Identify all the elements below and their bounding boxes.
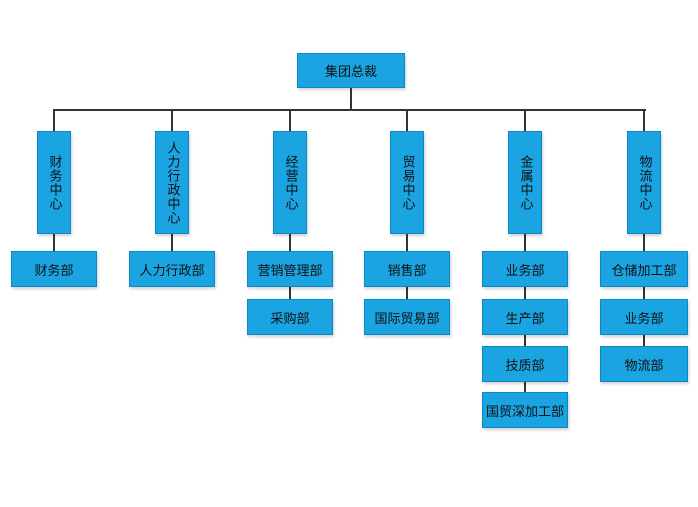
center-box: 财务中心 [37,131,71,234]
department-box: 营销管理部 [247,251,333,287]
center-box: 物流中心 [627,131,661,234]
root-connector [350,88,352,110]
department-label: 生产部 [505,311,545,327]
department-label: 财务部 [34,263,74,279]
department-box: 物流部 [600,346,688,382]
center-box: 贸易中心 [390,131,424,234]
department-label: 业务部 [624,311,664,327]
center-connector [289,110,291,131]
department-label: 销售部 [387,263,427,279]
root-box: 集团总裁 [297,53,405,88]
department-box: 技质部 [482,346,568,382]
department-label: 国际贸易部 [374,311,440,327]
department-box: 仓储加工部 [600,251,688,287]
department-connector [643,234,645,346]
department-box: 国贸深加工部 [482,392,568,428]
center-label: 物流中心 [636,154,652,211]
department-connector [171,234,173,251]
center-connector [643,110,645,131]
department-box: 财务部 [11,251,97,287]
department-label: 营销管理部 [257,263,323,279]
center-label: 金属中心 [517,154,533,211]
center-connector [406,110,408,131]
center-box: 人力行政中心 [155,131,189,234]
center-label: 财务中心 [46,154,62,211]
department-box: 销售部 [364,251,450,287]
root-label: 集团总裁 [324,65,377,80]
center-label: 人力行政中心 [164,140,180,225]
department-label: 物流部 [624,358,664,374]
department-label: 人力行政部 [139,263,205,279]
department-label: 业务部 [505,263,545,279]
department-label: 技质部 [505,358,545,374]
department-connector [53,234,55,251]
department-box: 业务部 [600,299,688,335]
center-label: 贸易中心 [399,154,415,211]
department-box: 业务部 [482,251,568,287]
center-connector [524,110,526,131]
department-box: 采购部 [247,299,333,335]
department-box: 人力行政部 [129,251,215,287]
center-box: 经营中心 [273,131,307,234]
department-label: 仓储加工部 [611,263,677,279]
center-label: 经营中心 [282,154,298,211]
center-box: 金属中心 [508,131,542,234]
trunk-line [53,109,646,111]
department-label: 采购部 [270,311,310,327]
department-box: 国际贸易部 [364,299,450,335]
department-label: 国贸深加工部 [485,404,564,420]
center-connector [53,110,55,131]
center-connector [171,110,173,131]
department-box: 生产部 [482,299,568,335]
